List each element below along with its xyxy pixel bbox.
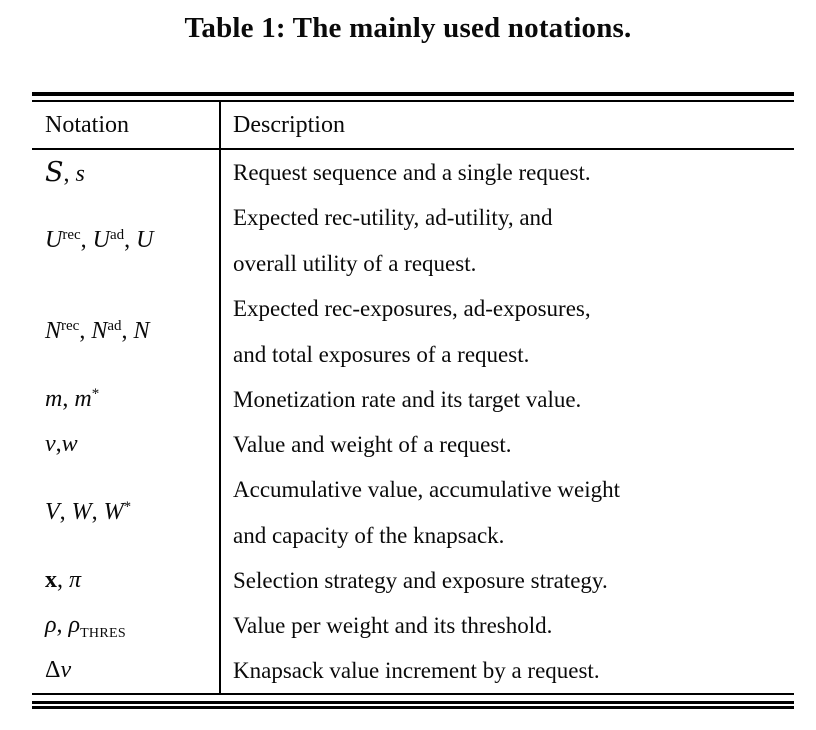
notation-text: v,w (45, 431, 78, 457)
table-row: m, m* Monetization rate and its target v… (32, 377, 794, 422)
top-rule-outer (32, 92, 794, 96)
table-caption: Table 1: The mainly used notations. (184, 12, 632, 44)
notation-cell: Urec, Uad, U (32, 195, 219, 286)
description-text: Request sequence and a single request. (233, 159, 591, 185)
bottom-rule-outer (32, 701, 794, 704)
notation-table: Notation Description S, s Request sequen… (32, 92, 794, 709)
table-row: V, W, W* Accumulative value, accumulativ… (32, 467, 794, 558)
description-cell: Value and weight of a request. (219, 422, 794, 467)
description-text: Expected rec-utility, ad-utility, and ov… (233, 204, 553, 276)
notation-text: x, π (45, 567, 82, 593)
description-text: Selection strategy and exposure strategy… (233, 567, 608, 593)
header-description-cell: Description (219, 102, 794, 148)
description-cell: Knapsack value increment by a request. (219, 648, 794, 693)
notation-text: V, W, W* (45, 499, 132, 525)
table-row: x, π Selection strategy and exposure str… (32, 558, 794, 603)
description-text: Expected rec-exposures, ad-exposures, an… (233, 295, 591, 367)
notation-cell: ρ, ρTHRES (32, 603, 219, 648)
body-bottom-rule (32, 693, 794, 695)
header-description-label: Description (233, 111, 345, 138)
table-row: Urec, Uad, U Expected rec-utility, ad-ut… (32, 195, 794, 286)
description-text: Accumulative value, accumulative weight … (233, 476, 621, 548)
description-cell: Value per weight and its threshold. (219, 603, 794, 648)
notation-text: ρ, ρTHRES (45, 612, 126, 641)
description-text: Value and weight of a request. (233, 431, 512, 457)
description-cell: Monetization rate and its target value. (219, 377, 794, 422)
description-text: Value per weight and its threshold. (233, 612, 553, 638)
notation-cell: x, π (32, 558, 219, 603)
table-row: ρ, ρTHRES Value per weight and its thres… (32, 603, 794, 648)
notation-text: Urec, Uad, U (45, 227, 154, 253)
notation-cell: Δv (32, 648, 219, 693)
notation-text: m, m* (45, 386, 100, 412)
header-notation-cell: Notation (32, 102, 219, 148)
table-header-row: Notation Description (32, 102, 794, 148)
notation-text: Nrec, Nad, N (45, 318, 150, 344)
bottom-rule-inner (32, 706, 794, 709)
description-cell: Accumulative value, accumulative weight … (219, 467, 794, 558)
notation-cell: S, s (32, 150, 219, 195)
description-cell: Selection strategy and exposure strategy… (219, 558, 794, 603)
description-cell: Expected rec-exposures, ad-exposures, an… (219, 286, 794, 377)
table-row: S, s Request sequence and a single reque… (32, 150, 794, 195)
table-row: Nrec, Nad, N Expected rec-exposures, ad-… (32, 286, 794, 377)
table-row: v,w Value and weight of a request. (32, 422, 794, 467)
notation-cell: V, W, W* (32, 467, 219, 558)
description-cell: Expected rec-utility, ad-utility, and ov… (219, 195, 794, 286)
notation-text: Δv (45, 657, 72, 683)
header-notation-label: Notation (45, 111, 129, 138)
table-body: S, s Request sequence and a single reque… (32, 150, 794, 693)
table-row: Δv Knapsack value increment by a request… (32, 648, 794, 693)
notation-cell: v,w (32, 422, 219, 467)
notation-text: S, s (45, 157, 85, 188)
header-bottom-rule (32, 148, 794, 150)
description-text: Monetization rate and its target value. (233, 386, 582, 412)
description-cell: Request sequence and a single request. (219, 150, 794, 195)
notation-cell: m, m* (32, 377, 219, 422)
notation-cell: Nrec, Nad, N (32, 286, 219, 377)
top-rule-inner (32, 100, 794, 102)
description-text: Knapsack value increment by a request. (233, 657, 600, 683)
